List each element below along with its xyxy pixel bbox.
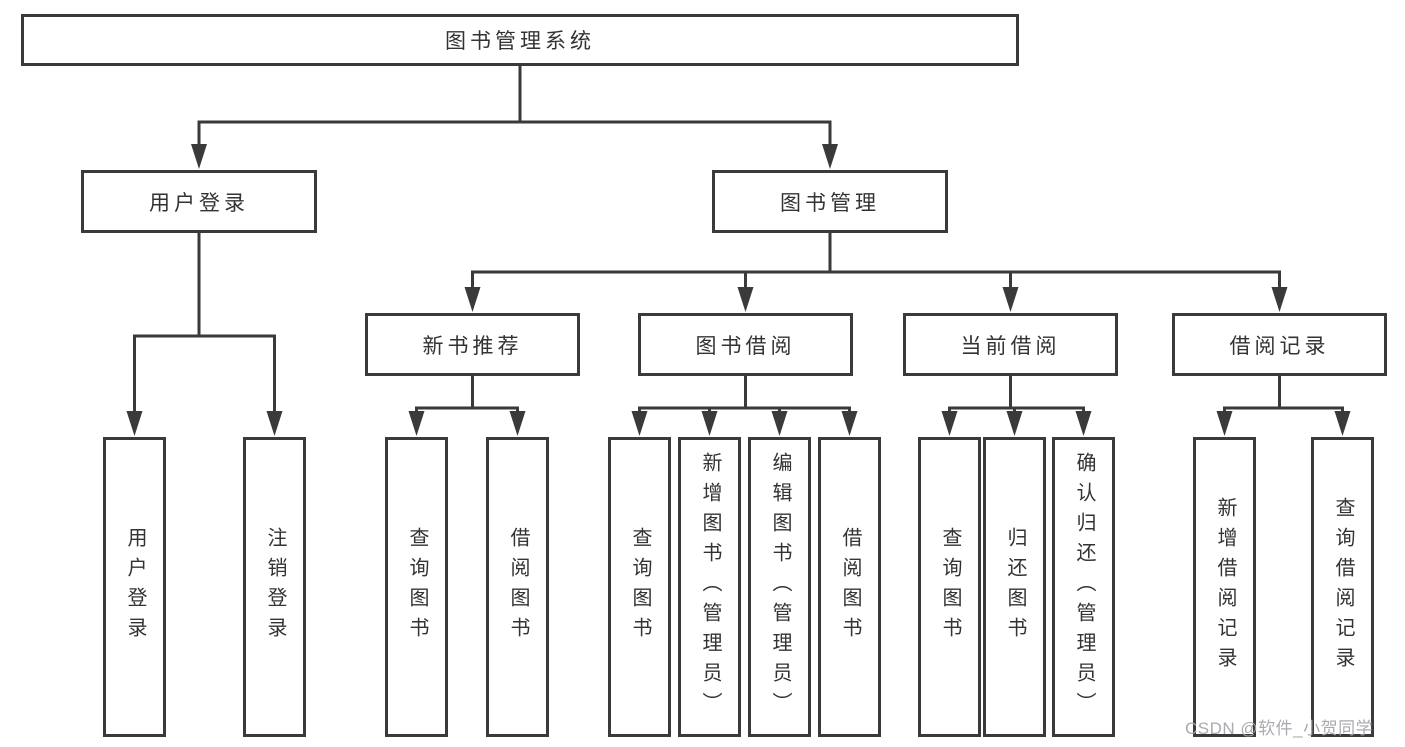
leaf-confirm-return-admin: 确认归还（管理员） xyxy=(1052,437,1115,737)
leaf-add-book-admin: 新增图书（管理员） xyxy=(678,437,741,737)
node-book-borrowing: 图书借阅 xyxy=(638,313,853,376)
node-library-management-system: 图书管理系统 xyxy=(21,14,1019,66)
leaf-return-book: 归还图书 xyxy=(983,437,1046,737)
leaf-logout: 注销登录 xyxy=(243,437,306,737)
leaf-borrow-books-recommend: 借阅图书 xyxy=(486,437,549,737)
csdn-watermark: CSDN @软件_小贺同学 xyxy=(1185,719,1374,738)
leaf-user-login: 用户登录 xyxy=(103,437,166,737)
node-borrowing-records: 借阅记录 xyxy=(1172,313,1387,376)
node-new-book-recommendation: 新书推荐 xyxy=(365,313,580,376)
leaf-borrow-books-borrowing: 借阅图书 xyxy=(818,437,881,737)
leaf-query-books-current: 查询图书 xyxy=(918,437,981,737)
leaf-query-books-recommend: 查询图书 xyxy=(385,437,448,737)
leaf-edit-book-admin: 编辑图书（管理员） xyxy=(748,437,811,737)
leaf-query-borrow-record: 查询借阅记录 xyxy=(1311,437,1374,737)
arrowheads xyxy=(126,144,1351,436)
leaf-add-borrow-record: 新增借阅记录 xyxy=(1193,437,1256,737)
node-book-management: 图书管理 xyxy=(712,170,948,233)
node-current-borrowing: 当前借阅 xyxy=(903,313,1118,376)
node-user-login: 用户登录 xyxy=(81,170,317,233)
leaf-query-books-borrowing: 查询图书 xyxy=(608,437,671,737)
